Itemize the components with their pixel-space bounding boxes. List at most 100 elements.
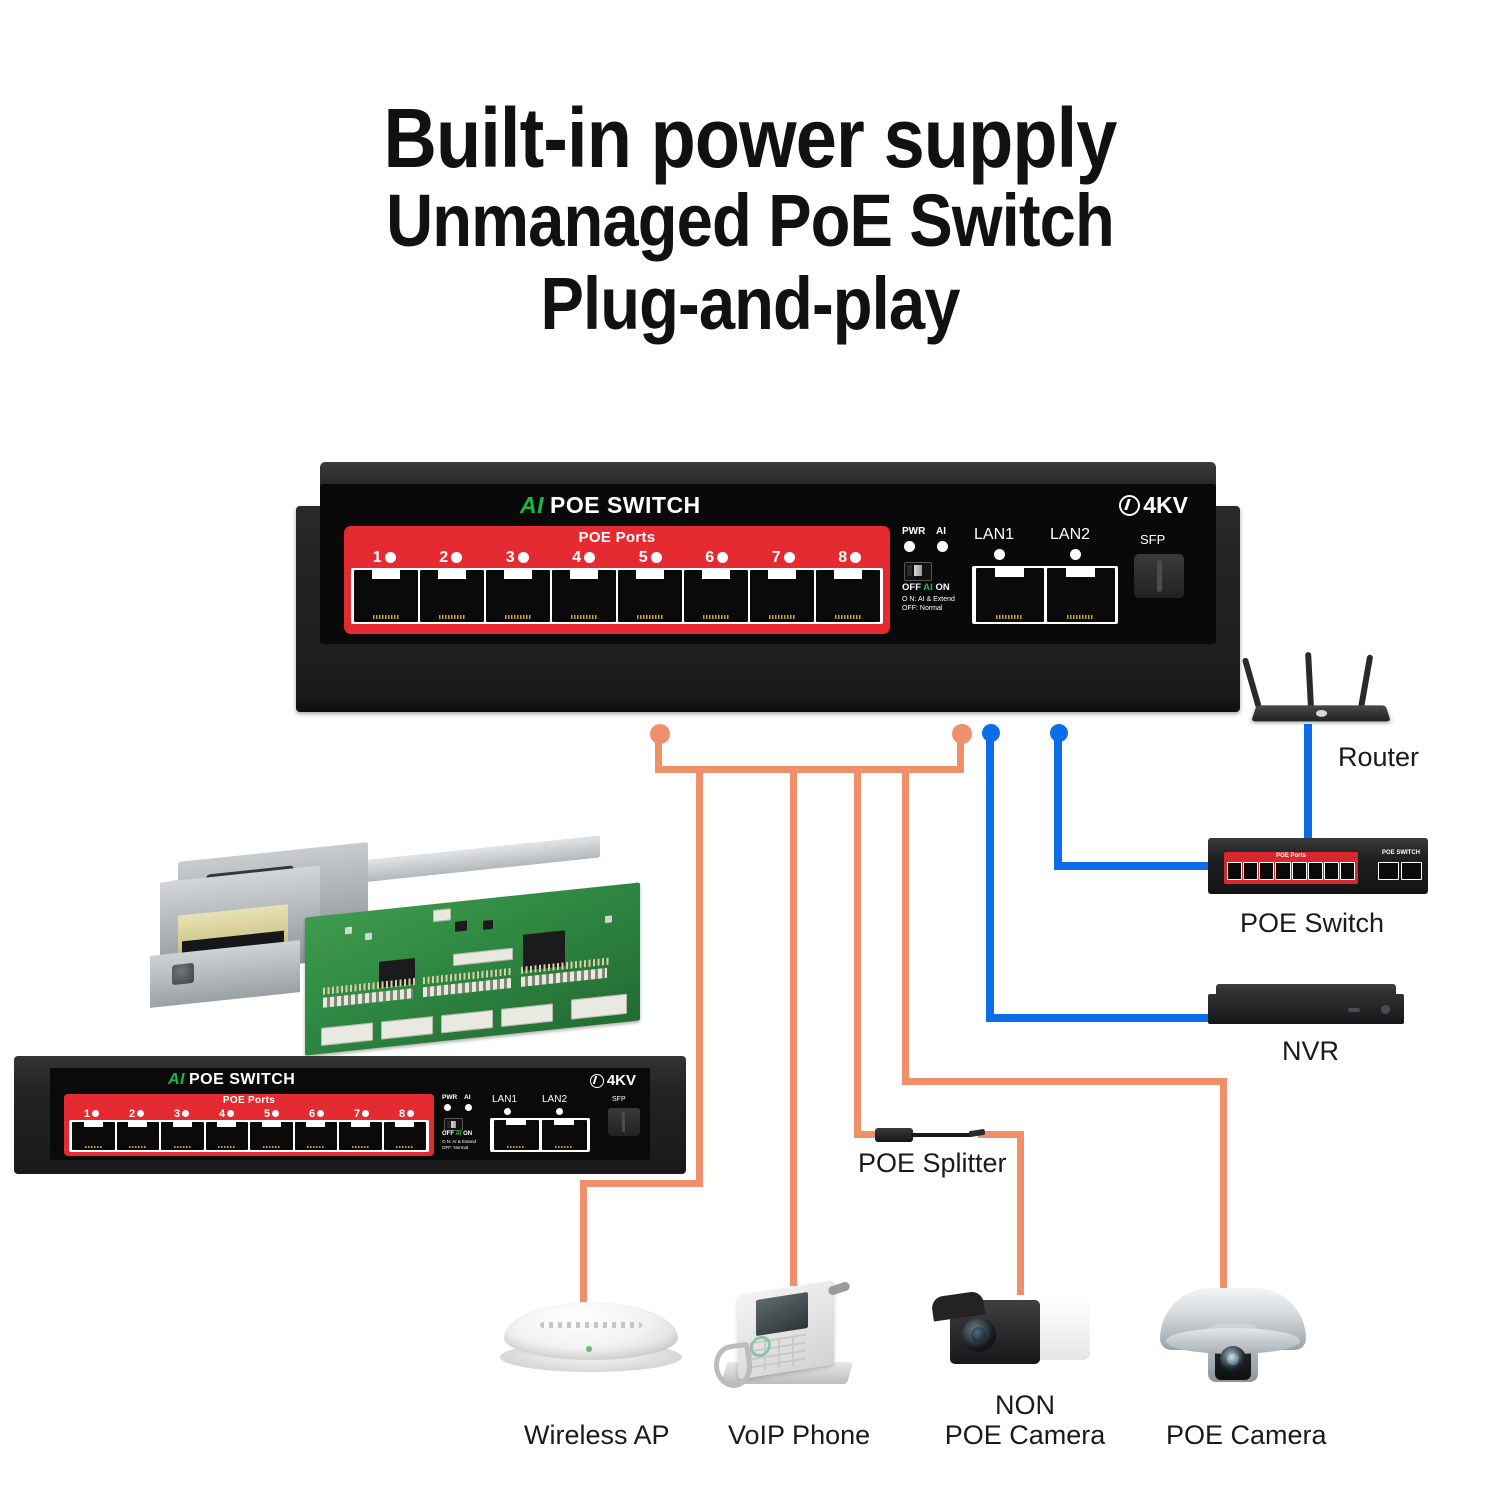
router-antenna-right: [1358, 654, 1374, 709]
switch2-ai-led: [465, 1104, 472, 1111]
non-poe-camera-lens: [962, 1318, 996, 1352]
switch2-port-label-2: 2: [114, 1107, 159, 1120]
lan-jack-strip: [972, 566, 1118, 624]
pcb-port-block-5: [571, 993, 627, 1020]
switch2-rj45-jack-3: [161, 1122, 204, 1150]
switch2-lan1-label: LAN1: [492, 1094, 518, 1105]
rj45-jack-3: [486, 570, 550, 622]
poe-splitter-label: POE Splitter: [858, 1148, 1007, 1178]
ai-dip-switch[interactable]: [904, 562, 932, 581]
switch2-port-led-6: [317, 1110, 325, 1117]
switch-bottom-lip: [296, 694, 1240, 712]
poe-switch-jack-8: [1339, 862, 1355, 880]
switch2-rj45-jack-5: [250, 1122, 293, 1150]
port-led-4: [584, 552, 596, 563]
internal-power-supply-assembly: [150, 835, 640, 1064]
switch2-dip-legend: OFF AI ON: [442, 1131, 473, 1137]
lan2-led: [1070, 549, 1081, 560]
pcb-port-block-1: [321, 1022, 373, 1046]
port-label-6: 6: [684, 548, 751, 567]
data-cable-nvr-horiz: [986, 1014, 1212, 1022]
poe-switch-jack-5: [1291, 862, 1307, 880]
lightning-bolt-icon: [1119, 495, 1141, 516]
switch2-surge-badge: 4KV: [589, 1072, 636, 1089]
data-cable-router-vert: [1304, 724, 1312, 842]
wireless-ap-device: [500, 1302, 682, 1378]
router-antenna-center: [1305, 651, 1314, 709]
switch2-port-label-3: 3: [159, 1107, 204, 1120]
rj45-jack-2: [420, 570, 484, 622]
poe-splitter-horiz-out: [978, 1131, 1024, 1138]
poe-drop-splitter-vert: [854, 766, 861, 1133]
lan1-label: LAN1: [974, 526, 1015, 543]
rj45-jack-6: [684, 570, 748, 622]
switch2-port-label-1: 1: [69, 1107, 114, 1120]
pcb-port-block-2: [381, 1016, 433, 1040]
switch2-port-led-5: [272, 1110, 280, 1117]
poe-stub-left: [655, 734, 662, 772]
wireless-ap-dome: [504, 1302, 678, 1360]
nvr-front-panel: [1208, 994, 1404, 1024]
router-label: Router: [1338, 742, 1420, 772]
rj45-jack-1: [354, 570, 418, 622]
switch2-rj45-jack-6: [294, 1122, 337, 1150]
brand-ai-text: AI: [520, 492, 544, 518]
pcb-capacitor-c: [605, 915, 612, 924]
port-label-8: 8: [817, 548, 884, 567]
poe-switch-jack-row: [1227, 862, 1355, 880]
pwr-led-indicator: [904, 541, 915, 552]
port-led-1: [384, 552, 396, 563]
pcb-capacitor-b: [365, 932, 372, 941]
pcb-chip-tiny-b: [483, 919, 493, 930]
lan2-rj45-jack: [1046, 568, 1115, 622]
non-poe-camera-device: [930, 1290, 1100, 1376]
poe-ports-label: POE Ports: [578, 529, 656, 546]
poe-switch-ports-label: POE Ports: [1276, 853, 1306, 859]
switch2-dip-note: O N: AI & Extend OFF: Normal: [442, 1139, 477, 1151]
page-title: Built-in power supply Unmanaged PoE Swit…: [0, 96, 1500, 346]
nvr-label: NVR: [1282, 1036, 1340, 1066]
poe-splitter-cord: [911, 1133, 973, 1137]
switch2-rj45-jack-2: [116, 1122, 159, 1150]
switch2-lan-block: LAN1 LAN2: [490, 1094, 594, 1156]
surge-rating-text: 4KV: [1143, 492, 1188, 518]
sfp-slot[interactable]: [1134, 554, 1184, 598]
rj45-jack-4: [552, 570, 616, 622]
poe-drop-wireless-ap-vert1: [696, 766, 703, 1186]
data-cable-nvr-vert: [986, 732, 994, 1022]
switch2-ai-dip-switch[interactable]: [444, 1118, 463, 1131]
port-label-7: 7: [750, 548, 817, 567]
poe-switch-jack-4: [1275, 862, 1291, 880]
port-label-4: 4: [551, 548, 618, 567]
pwr-led-label: PWR: [902, 526, 926, 537]
switch2-pwr-led: [444, 1104, 451, 1111]
pcb-connector-white: [453, 947, 513, 967]
nvr-device: [1208, 984, 1404, 1030]
lan2-label: LAN2: [1050, 526, 1091, 543]
headline-line-3: Plug-and-play: [540, 261, 960, 345]
switch2-lan2-led: [556, 1108, 563, 1115]
port-led-7: [783, 552, 795, 563]
dip-switch-legend: OFF AI ON: [902, 582, 950, 593]
voip-phone-device: [710, 1280, 860, 1392]
poe-switch-uplink-jack-2: [1401, 862, 1422, 880]
switch2-port-label-7: 7: [339, 1107, 384, 1120]
switch2-port-led-4: [227, 1110, 235, 1117]
port-led-2: [451, 552, 463, 563]
poe-switch-jack-3: [1259, 862, 1275, 880]
switch2-sfp-slot[interactable]: [608, 1108, 640, 1136]
switch2-rj45-jack-strip: [69, 1120, 429, 1152]
wireless-ap-status-led: [586, 1346, 592, 1352]
port-led-3: [517, 552, 529, 563]
sfp-block: SFP: [1132, 532, 1194, 632]
port-label-2: 2: [418, 548, 485, 567]
poe-drop-non-poe-camera: [1017, 1131, 1024, 1295]
poe-switch-uplink-jacks: [1378, 862, 1422, 880]
lan1-rj45-jack: [975, 568, 1044, 622]
switch2-ai-label: AI: [464, 1094, 471, 1101]
poe-drop-poe-camera-vert2: [1220, 1078, 1227, 1296]
port-led-5: [650, 552, 662, 563]
